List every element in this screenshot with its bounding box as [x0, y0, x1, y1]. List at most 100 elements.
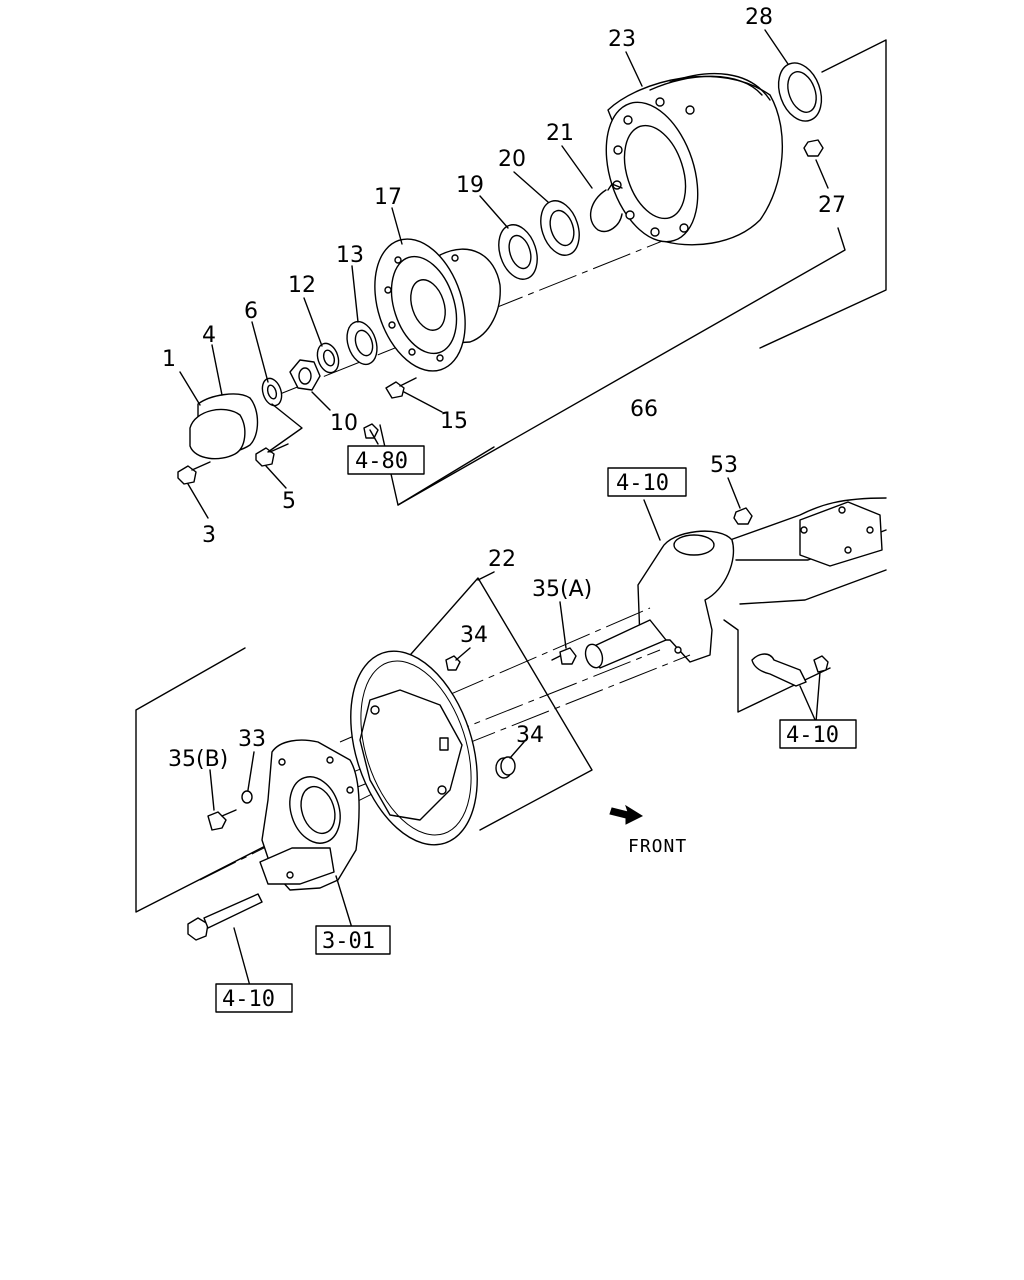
hub-part-17 — [374, 238, 501, 372]
leader-19 — [479, 195, 509, 229]
leader-28 — [764, 29, 789, 65]
bolt-part-3 — [177, 461, 211, 485]
callout-35a: 35(A) — [532, 577, 592, 602]
brake-drum-part-23 — [605, 72, 784, 246]
callout-15: 15 — [440, 409, 468, 434]
ref-label-4-10-top: 4-10 — [616, 471, 669, 496]
callout-3: 3 — [202, 523, 216, 548]
leader-23 — [625, 51, 643, 87]
callout-66: 66 — [630, 397, 658, 422]
callout-19: 19 — [456, 173, 484, 198]
ref-label-4-80: 4-80 — [355, 449, 408, 474]
steering-knuckle — [584, 530, 735, 669]
bolt-part-35a — [551, 647, 577, 665]
callout-17: 17 — [374, 185, 402, 210]
callout-23: 23 — [608, 27, 636, 52]
front-label: FRONT — [628, 836, 687, 857]
leader-15 — [403, 391, 443, 413]
callout-34-upper: 34 — [460, 623, 488, 648]
ref-4-10-frame — [723, 619, 831, 713]
axle-beam — [729, 497, 887, 605]
bolt-part-5 — [255, 443, 289, 467]
callout-28: 28 — [745, 5, 773, 30]
leader-21 — [561, 145, 593, 189]
leader-4 — [211, 344, 223, 396]
leader-53 — [727, 477, 741, 509]
ref-box-4-10-right — [779, 719, 857, 749]
callout-33: 33 — [238, 727, 266, 752]
callout-35b: 35(B) — [168, 747, 228, 772]
leader-1 — [179, 371, 201, 406]
bearing-part-20 — [540, 200, 580, 256]
leader-10 — [311, 391, 331, 411]
axle-line-1 — [339, 607, 651, 743]
lower-frame-line — [135, 647, 341, 913]
callout-1: 1 — [162, 347, 176, 372]
hub-cap-part-1 — [189, 408, 246, 460]
ref-box-4-10-top — [607, 467, 687, 497]
callout-10: 10 — [330, 411, 358, 436]
ref-label-3-01: 3-01 — [322, 929, 375, 954]
oil-seal-part-28 — [777, 62, 823, 122]
ref-box-4-80 — [347, 445, 425, 475]
callout-13: 13 — [336, 243, 364, 268]
leader-20 — [513, 171, 549, 203]
axle-assembly-group: FRONT 22 34 34 35(A) 53 33 35(B) 4-10 4-… — [135, 453, 887, 1013]
ref-box-3-01 — [315, 925, 391, 955]
anchor-bracket-3-01 — [259, 739, 360, 891]
leader-33 — [247, 751, 255, 791]
leader-35a — [559, 601, 567, 649]
callout-53: 53 — [710, 453, 738, 478]
leader-22 — [477, 571, 495, 581]
leader-27 — [815, 159, 829, 189]
callout-34-lower: 34 — [516, 723, 544, 748]
leader-34-upper — [455, 647, 471, 661]
nut-part-53 — [733, 507, 753, 525]
nut-part-10 — [289, 359, 321, 391]
group-22-line — [403, 577, 593, 831]
leader-480 — [369, 429, 379, 445]
leader-4-10-bottom — [233, 927, 251, 987]
hub-assembly-group: 1 4 6 12 13 17 19 20 21 23 28 27 10 15 6… — [162, 5, 887, 548]
ref-box-4-10-bottom — [215, 983, 293, 1013]
plug-part-34-lower — [495, 756, 516, 779]
linkage-parts-4-10 — [751, 653, 829, 687]
long-bolt-4-10 — [187, 893, 263, 941]
bearing-part-13 — [346, 320, 378, 366]
backing-plate-part-22 — [350, 650, 478, 846]
leader-15-line — [397, 446, 495, 506]
bolt-part-35b — [207, 809, 237, 831]
callout-5: 5 — [282, 489, 296, 514]
gasket-part-6 — [261, 377, 283, 407]
hub-axis-line — [269, 229, 691, 399]
callout-27: 27 — [818, 193, 846, 218]
callout-4: 4 — [202, 323, 216, 348]
nut-part-27 — [803, 139, 824, 157]
stud-part-15 — [363, 377, 417, 439]
leader-4-10-top — [643, 499, 661, 541]
washer-part-12 — [316, 342, 340, 374]
callout-20: 20 — [498, 147, 526, 172]
callout-21: 21 — [546, 121, 574, 146]
front-arrow-icon — [609, 804, 644, 825]
leader-12 — [303, 297, 323, 347]
callout-12: 12 — [288, 273, 316, 298]
retainer-ring-part-21 — [589, 183, 623, 232]
leader-3 — [187, 483, 209, 519]
leader-35b — [209, 769, 215, 811]
leader-6-5 — [267, 403, 303, 453]
callout-22: 22 — [488, 547, 516, 572]
upper-bracket-line — [759, 39, 887, 349]
callout-6: 6 — [244, 299, 258, 324]
leader-13 — [351, 265, 359, 323]
leader-5 — [265, 465, 287, 489]
leader-34-lower — [509, 741, 525, 759]
ref-label-4-10-bottom: 4-10 — [222, 987, 275, 1012]
washer-part-33 — [241, 790, 253, 804]
leader-17 — [391, 207, 403, 245]
leader-3-01 — [335, 875, 353, 929]
leader-6 — [251, 321, 269, 383]
ref-label-4-10-right: 4-10 — [786, 723, 839, 748]
bearing-part-19 — [498, 224, 538, 280]
